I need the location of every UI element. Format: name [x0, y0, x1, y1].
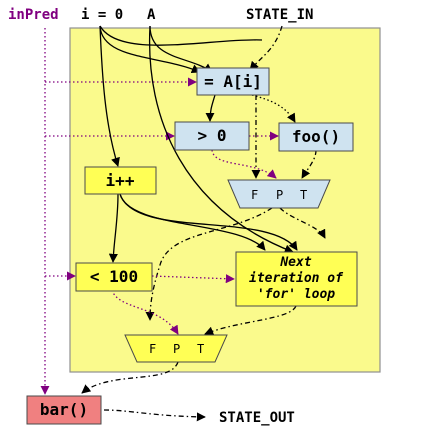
- selector-upper-t: T: [300, 188, 307, 202]
- i-to-load-edge: [99, 25, 201, 73]
- a-to-next-edge: [148, 25, 294, 254]
- selector-to-next-edge: [279, 207, 326, 239]
- next-to-lower-selector-edge: [204, 305, 297, 336]
- node-compare-limit: < 100: [75, 262, 153, 292]
- inc-to-next-edge-2: [119, 193, 298, 251]
- node-call-foo: foo(): [278, 122, 354, 152]
- in-pred-label: inPred: [8, 7, 59, 23]
- node-compare-zero: > 0: [174, 121, 250, 151]
- node-load-label: = A[i]: [204, 72, 262, 91]
- selector-lower-p: P: [173, 342, 180, 356]
- node-increment-label: i++: [106, 171, 135, 190]
- next-iteration-box: Next iteration of 'for' loop: [235, 251, 358, 307]
- i-to-next-edge: [99, 25, 263, 46]
- node-call-foo-label: foo(): [292, 127, 340, 146]
- state-in-label: STATE_IN: [246, 7, 313, 23]
- node-load: = A[i]: [196, 67, 270, 96]
- lt100-to-next-edge: [151, 274, 235, 284]
- state-out-label: STATE_OUT: [219, 410, 295, 426]
- foo-to-selector-edge: [301, 149, 317, 179]
- node-increment: i++: [84, 166, 157, 195]
- bar-to-state-out-edge: [103, 409, 206, 422]
- selector-to-lower-selector-edge: [145, 207, 273, 321]
- state-in-to-load-edge: [249, 25, 283, 71]
- next-iteration-line-2: iteration of: [249, 271, 344, 286]
- node-compare-limit-label: < 100: [90, 267, 138, 286]
- i-to-gt0-edge: [99, 25, 120, 167]
- inc-to-lt100-edge: [108, 193, 119, 263]
- next-iteration-line-1: Next: [279, 255, 311, 270]
- selector-upper-f: F: [251, 188, 258, 202]
- selector-lower-t: T: [197, 342, 204, 356]
- lower-selector-to-bar-edge: [81, 361, 179, 394]
- selector-upper: F P T: [227, 179, 331, 209]
- load-to-gt0-edge: [205, 94, 216, 122]
- selector-lower-f: F: [149, 342, 156, 356]
- node-compare-zero-label: > 0: [198, 126, 227, 145]
- array-label: A: [147, 7, 156, 23]
- selector-lower: F P T: [124, 334, 228, 363]
- node-call-bar: bar(): [26, 395, 102, 425]
- loop-init-label: i = 0: [81, 7, 123, 23]
- node-call-bar-label: bar(): [40, 400, 88, 419]
- selector-upper-p: P: [276, 188, 283, 202]
- next-iteration-line-3: 'for' loop: [257, 287, 335, 302]
- gt0-to-selector-edge: [211, 149, 277, 179]
